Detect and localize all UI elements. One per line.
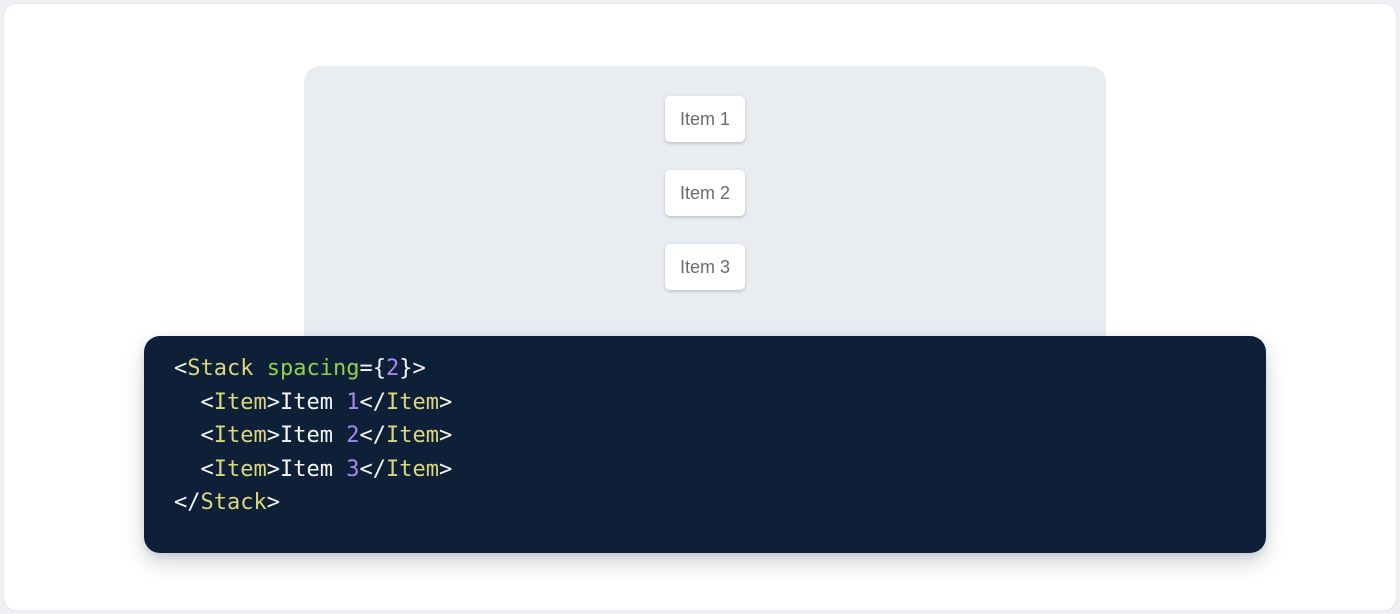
stack-demo-panel: Item 1 Item 2 Item 3 [304, 66, 1106, 352]
code-token: > [438, 423, 453, 449]
code-token: Item [213, 423, 267, 449]
code-token [253, 356, 266, 381]
code-token: Item [279, 389, 347, 415]
code-line: <Stack spacing={2}> [174, 352, 1236, 386]
code-token: Item [279, 423, 347, 449]
code-line: <Item>Item 1</Item> [174, 386, 1236, 420]
code-token: > [412, 356, 426, 381]
code-token: Item [385, 423, 439, 449]
code-token: > [266, 490, 280, 516]
page-card: Item 1 Item 2 Item 3 <Stack spacing={2}>… [3, 3, 1397, 611]
stack-item-card: Item 3 [665, 244, 745, 290]
code-token: Stack [187, 356, 254, 381]
code-line: </Stack> [174, 486, 1236, 520]
code-token: > [438, 456, 453, 482]
code-line: <Item>Item 2</Item> [174, 419, 1236, 453]
code-token: 1 [346, 389, 360, 415]
code-token: > [266, 456, 280, 482]
code-token [174, 457, 201, 482]
code-token: Stack [200, 490, 267, 516]
code-token: { [372, 356, 386, 381]
code-token: Item [385, 456, 439, 482]
code-token: < [174, 356, 188, 381]
code-token: </ [174, 490, 201, 516]
stack-item-label: Item 2 [679, 182, 731, 203]
code-token: </ [359, 389, 386, 415]
code-token [174, 423, 201, 448]
code-token: < [200, 423, 214, 449]
code-line: <Item>Item 3</Item> [174, 453, 1236, 487]
code-token: < [200, 389, 214, 415]
code-token: Item [213, 389, 267, 415]
code-token: 2 [385, 356, 400, 381]
code-token: > [266, 389, 280, 415]
stack-item-card: Item 1 [665, 96, 745, 142]
code-token: Item [385, 389, 439, 415]
code-token: 3 [346, 456, 360, 482]
code-token: > [266, 423, 280, 449]
stack-item-card: Item 2 [665, 170, 745, 216]
code-token: 2 [346, 423, 360, 449]
code-token: = [359, 356, 373, 381]
code-token: </ [359, 456, 386, 482]
code-block: <Stack spacing={2}> <Item>Item 1</Item> … [144, 336, 1266, 553]
code-token: < [200, 456, 214, 482]
code-token: spacing [266, 356, 360, 381]
stack-item-label: Item 3 [679, 256, 731, 277]
code-token: > [438, 389, 453, 415]
code-token: </ [359, 423, 386, 449]
stack-item-label: Item 1 [679, 108, 731, 129]
code-token: Item [213, 456, 267, 482]
code-token: Item [279, 456, 347, 482]
code-token: } [399, 356, 413, 381]
code-token [174, 390, 201, 415]
